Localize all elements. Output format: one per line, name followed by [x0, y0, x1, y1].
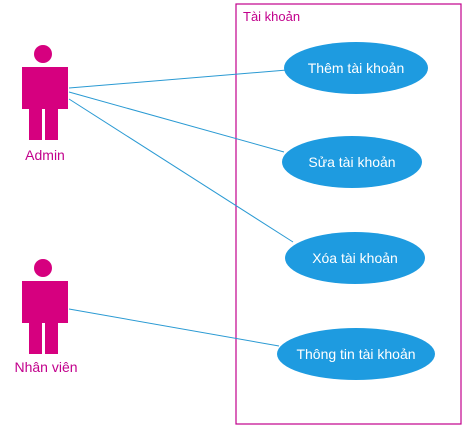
usecase-add-account-ellipse — [284, 42, 428, 94]
usecase-account-info-ellipse — [277, 328, 435, 380]
system-boundary-title: Tài khoản — [243, 9, 300, 24]
actor-admin[interactable]: Admin — [22, 45, 68, 163]
usecase-edit-account[interactable]: Sửa tài khoản — [282, 136, 422, 188]
actor-admin-body — [22, 67, 68, 109]
actor-staff-right-leg — [45, 323, 58, 354]
association-staff-info — [68, 308, 280, 347]
actor-admin-right-leg — [45, 109, 58, 140]
association-admin-add — [68, 69, 288, 89]
actor-admin-left-leg — [29, 109, 42, 140]
usecase-account-info[interactable]: Thông tin tài khoản — [277, 328, 435, 380]
usecase-delete-account-label: Xóa tài khoản — [312, 250, 398, 266]
usecase-edit-account-label: Sửa tài khoản — [308, 154, 395, 170]
association-admin-delete — [68, 98, 294, 243]
usecase-add-account[interactable]: Thêm tài khoản — [284, 42, 428, 94]
actor-staff-body — [22, 281, 68, 323]
usecase-edit-account-ellipse — [282, 136, 422, 188]
actor-staff-left-leg — [29, 323, 42, 354]
actor-admin-label: Admin — [25, 147, 65, 163]
actor-staff[interactable]: Nhân viên — [14, 259, 78, 375]
association-admin-edit — [68, 91, 285, 153]
usecase-add-account-label: Thêm tài khoản — [308, 60, 405, 76]
usecase-delete-account[interactable]: Xóa tài khoản — [285, 232, 425, 284]
usecase-account-info-label: Thông tin tài khoản — [296, 346, 415, 362]
actor-staff-label: Nhân viên — [14, 359, 77, 375]
actor-admin-head — [34, 45, 52, 63]
actor-staff-head — [34, 259, 52, 277]
usecase-delete-account-ellipse — [285, 232, 425, 284]
